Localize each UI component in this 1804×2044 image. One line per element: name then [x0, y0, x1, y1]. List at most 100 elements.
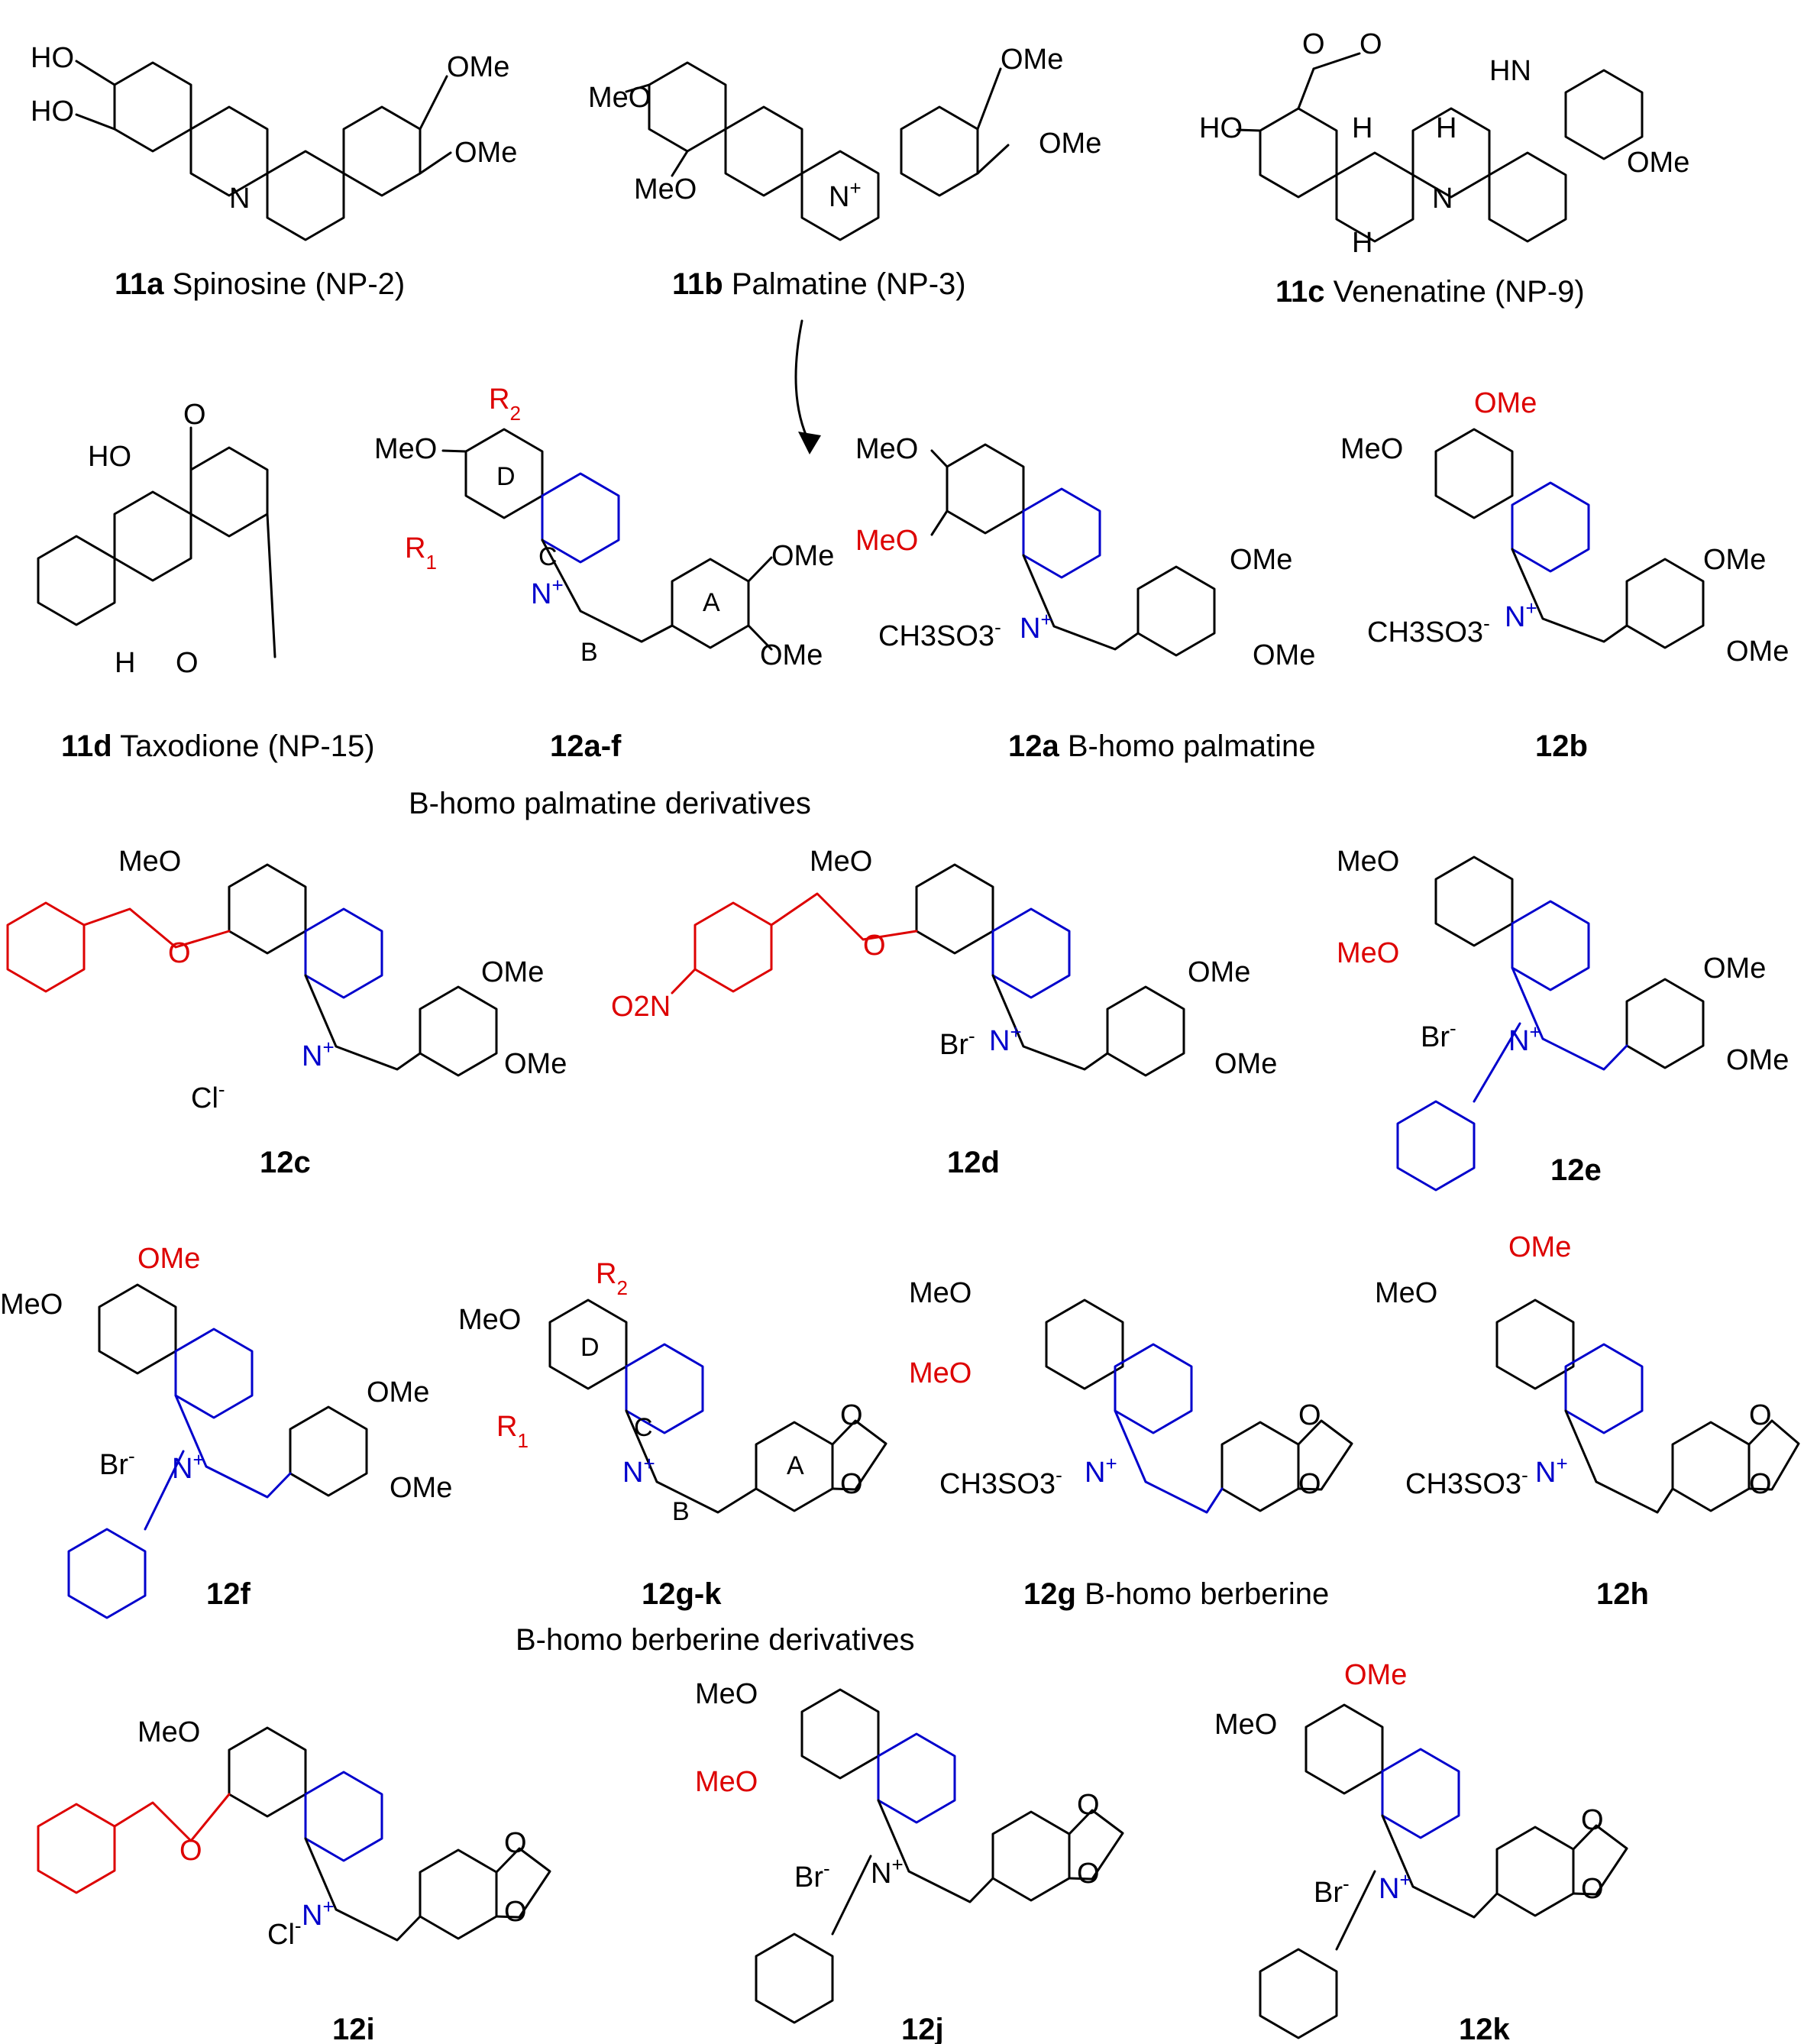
atom-n: N — [229, 183, 250, 215]
atom-nplus: N+ — [871, 1853, 904, 1890]
structure-11d: HO O O H — [37, 399, 276, 679]
atom-meo: MeO — [118, 846, 181, 878]
atom-o: O — [840, 1399, 863, 1431]
counterion-cl: Cl- — [191, 1078, 225, 1114]
ring-label-a: A — [787, 1451, 804, 1480]
caption-12f: 12f — [206, 1577, 251, 1611]
structure-12e: MeO MeO Br- N+ OMe OMe — [1337, 846, 1789, 1192]
structure-12g-k: O O MeO R2 R1 N+ D C B A — [458, 1258, 887, 1526]
atom-nplus: N+ — [622, 1452, 655, 1489]
ring-label-d: D — [496, 462, 516, 491]
atom-o: O — [1298, 1399, 1321, 1431]
atom-o: O — [176, 647, 199, 679]
section-title-berberine: B-homo berberine derivatives — [516, 1623, 914, 1657]
atom-o: O — [840, 1468, 863, 1500]
atom-ome: OMe — [447, 51, 509, 83]
atom-hn: HN — [1489, 55, 1531, 87]
atom-nplus: N+ — [829, 176, 862, 213]
caption-12a: 12a B-homo palmatine — [1008, 729, 1315, 763]
atom-meo: MeO — [1375, 1277, 1437, 1309]
counterion-br: Br- — [99, 1444, 135, 1481]
atom-meo: MeO — [855, 433, 918, 465]
ring-label-c: C — [634, 1413, 653, 1442]
structure-11b: MeO MeO OMe OMe N+ — [588, 44, 1101, 241]
atom-meo: MeO — [695, 1766, 758, 1798]
structure-12a-f: MeO R2 R1 N+ D C B A OMe OMe — [374, 383, 834, 671]
atom-o: O — [179, 1835, 202, 1867]
atom-h: H — [1352, 112, 1372, 144]
atom-meo: MeO — [0, 1289, 63, 1321]
atom-o: O — [1581, 1804, 1604, 1836]
atom-meo: MeO — [458, 1304, 521, 1336]
atom-nplus: N+ — [1085, 1452, 1117, 1489]
atom-ome: OMe — [1214, 1048, 1277, 1080]
structure-12h: O O OMe MeO CH3SO3- N+ — [1375, 1231, 1800, 1514]
atom-ome: OMe — [1508, 1231, 1571, 1263]
ring-label-a: A — [703, 588, 720, 617]
atom-o: O — [1749, 1468, 1772, 1500]
caption-12b: 12b — [1535, 729, 1588, 763]
atom-meo: MeO — [1214, 1709, 1277, 1741]
atom-nplus: N+ — [531, 574, 564, 610]
atom-ome: OMe — [1726, 1044, 1789, 1076]
atom-o: O — [1077, 1789, 1100, 1821]
counterion-br: Br- — [1421, 1017, 1456, 1053]
caption-11d: 11d Taxodione (NP-15) — [61, 729, 375, 763]
counterion-br: Br- — [794, 1857, 830, 1894]
atom-h: H — [1436, 112, 1456, 144]
structure-12f: OMe MeO Br- N+ OMe OMe — [0, 1243, 452, 1619]
atom-h: H — [1352, 227, 1372, 259]
structure-12d: O O2N MeO Br- N+ OMe OMe — [611, 846, 1277, 1080]
atom-ome: OMe — [1344, 1659, 1407, 1691]
atom-nplus: N+ — [302, 1036, 335, 1072]
section-title-palmatine: B-homo palmatine derivatives — [409, 787, 811, 820]
atom-nplus: N+ — [1508, 1020, 1541, 1057]
atom-ho: HO — [1199, 112, 1243, 144]
atom-o: O — [1749, 1399, 1772, 1431]
atom-o: O — [183, 399, 206, 431]
atom-h: H — [115, 647, 135, 679]
atom-meo: MeO — [855, 525, 918, 557]
structure-11c: O O HO H H H HN N OMe — [1199, 28, 1689, 259]
counterion-ch3so3: CH3SO3- — [878, 616, 1001, 652]
atom-meo: MeO — [909, 1277, 972, 1309]
atom-meo: MeO — [634, 173, 697, 205]
structure-12b: OMe MeO CH3SO3- N+ OMe OMe — [1340, 387, 1789, 668]
atom-ome: OMe — [454, 137, 517, 169]
atom-r1: R1 — [496, 1411, 529, 1452]
atom-o: O — [504, 1896, 527, 1928]
atom-ome: OMe — [1703, 544, 1766, 576]
caption-12e: 12e — [1550, 1153, 1602, 1187]
atom-ome: OMe — [1253, 639, 1315, 671]
caption-12k: 12k — [1459, 2013, 1510, 2044]
counterion-cl: Cl- — [267, 1914, 302, 1951]
atom-ome: OMe — [1726, 636, 1789, 668]
atom-ome: OMe — [481, 956, 544, 988]
caption-11c: 11c Venenatine (NP-9) — [1275, 275, 1585, 309]
atom-ome: OMe — [390, 1472, 452, 1504]
caption-12d: 12d — [947, 1146, 1000, 1179]
counterion-ch3so3: CH3SO3- — [939, 1463, 1062, 1500]
atom-ome: OMe — [771, 540, 834, 572]
caption-12j: 12j — [901, 2013, 944, 2044]
atom-meo: MeO — [137, 1716, 200, 1748]
atom-o2n: O2N — [611, 991, 671, 1023]
structure-11a: HO HO OMe OMe N — [31, 42, 517, 241]
atom-meo: MeO — [588, 82, 651, 114]
atom-ome: OMe — [137, 1243, 200, 1275]
counterion-ch3so3: CH3SO3- — [1405, 1463, 1528, 1500]
atom-ho: HO — [31, 95, 74, 128]
atom-nplus: N+ — [302, 1895, 335, 1932]
atom-nplus: N+ — [1020, 608, 1052, 645]
reaction-arrow — [794, 319, 811, 445]
atom-nplus: N+ — [172, 1448, 205, 1485]
atom-n: N — [1432, 183, 1453, 215]
atom-ho: HO — [88, 441, 131, 473]
atom-meo: MeO — [1340, 433, 1403, 465]
atom-o: O — [1359, 28, 1382, 60]
atom-o: O — [1298, 1468, 1321, 1500]
atom-ome: OMe — [367, 1376, 429, 1408]
structure-12c: O MeO Cl- N+ OMe OMe — [6, 846, 567, 1114]
atom-meo: MeO — [1337, 846, 1399, 878]
